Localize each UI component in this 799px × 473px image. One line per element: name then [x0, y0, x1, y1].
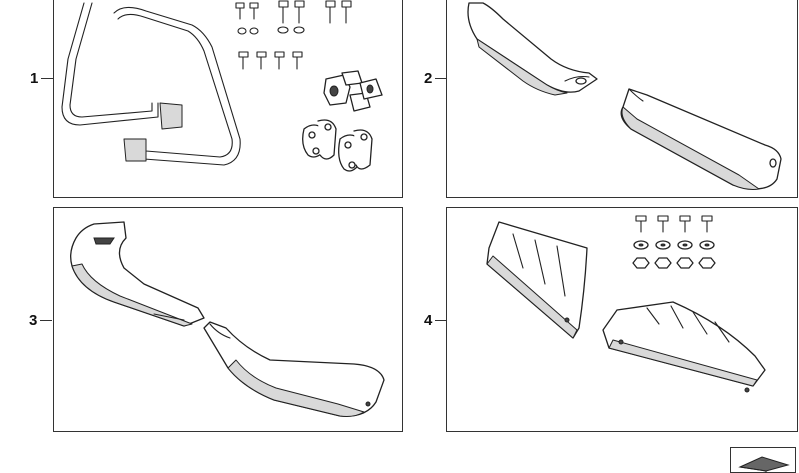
- bracket-frame-icon: [61, 2, 241, 166]
- hand-guard-shell-icon: [70, 221, 385, 417]
- deflector-plate-icon: [486, 221, 766, 393]
- panel-part-4: [446, 207, 798, 432]
- callout-3: 3: [29, 312, 38, 329]
- panel-part-1: [53, 0, 403, 198]
- panel-part-2: [446, 0, 798, 198]
- callout-1: 1: [30, 70, 39, 87]
- page-flip-icon[interactable]: [730, 447, 796, 473]
- hand-guard-part-icon: [467, 2, 782, 190]
- leader-line-4: [435, 320, 446, 321]
- panel-part-3: [53, 207, 403, 432]
- callout-2: 2: [424, 70, 433, 87]
- screw-nut-set-icon: [632, 215, 716, 269]
- leader-line-2: [435, 78, 446, 79]
- screw-set-icon: [235, 0, 352, 70]
- callout-4: 4: [424, 312, 433, 329]
- leader-line-3: [40, 320, 52, 321]
- leader-line-1: [41, 78, 53, 79]
- clamp-icon: [302, 119, 373, 172]
- rubber-grommet-icon: [323, 70, 383, 112]
